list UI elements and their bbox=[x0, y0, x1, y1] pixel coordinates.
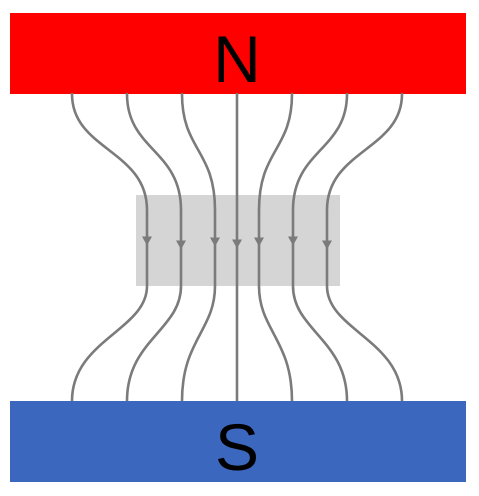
field-line-5 bbox=[257, 92, 294, 403]
field-arrow-6 bbox=[288, 236, 298, 246]
field-line-2 bbox=[125, 92, 183, 403]
field-arrow-2 bbox=[176, 240, 186, 250]
south-pole-label: S bbox=[215, 410, 259, 484]
field-arrow-5 bbox=[254, 237, 264, 247]
field-arrow-4 bbox=[232, 239, 242, 249]
field-line-3 bbox=[180, 92, 217, 403]
field-arrow-7 bbox=[322, 240, 332, 250]
field-lines-group bbox=[70, 92, 404, 403]
field-line-6 bbox=[291, 92, 349, 403]
field-arrow-3 bbox=[210, 237, 220, 247]
north-pole-label: N bbox=[213, 22, 261, 96]
north-pole-magnet bbox=[10, 13, 466, 94]
field-line-1 bbox=[70, 92, 149, 403]
field-arrow-1 bbox=[142, 236, 152, 246]
south-pole-magnet bbox=[10, 401, 466, 482]
